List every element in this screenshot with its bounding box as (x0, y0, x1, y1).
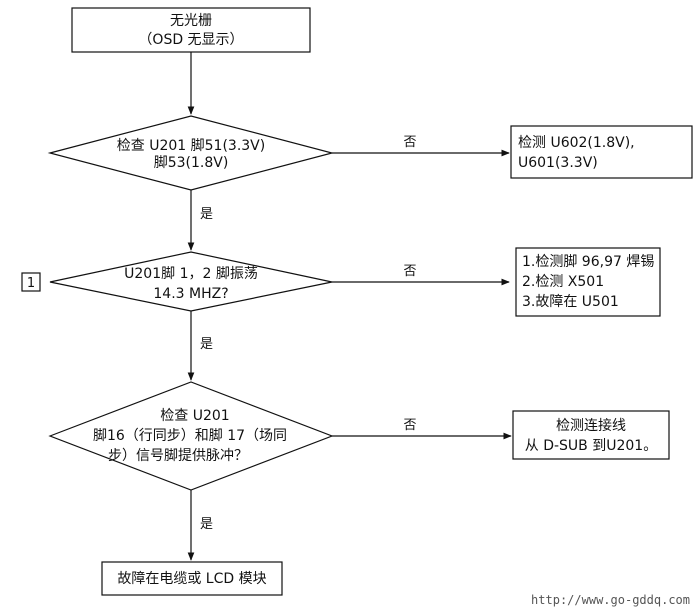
check1-no-line1: 检测 U602(1.8V), (518, 135, 635, 151)
yes-label-3: 是 (200, 517, 213, 532)
start-line1: 无光栅 (170, 13, 212, 29)
marker-label: 1 (27, 276, 35, 291)
end-line1: 故障在电缆或 LCD 模块 (117, 571, 266, 587)
check2-no-line1: 1.检测脚 96,97 焊锡 (522, 254, 654, 270)
check1-line1: 检查 U201 脚51(3.3V) (117, 138, 265, 154)
end-box (101, 561, 283, 596)
check3-no-line2: 从 D-SUB 到U201。 (525, 438, 657, 454)
check2-no-box (515, 247, 661, 317)
check2-no-line2: 2.检测 X501 (522, 274, 604, 290)
yes-label-2: 是 (200, 337, 213, 352)
watermark: http://www.go-gddq.com (531, 593, 690, 607)
check2-no-line3: 3.故障在 U501 (522, 294, 619, 310)
no-label-1: 否 (403, 135, 416, 150)
check3-line3: 步）信号脚提供脉冲？ (108, 448, 248, 464)
check3-no-box (512, 410, 670, 460)
check3-line1: 检查 U201 (160, 408, 229, 424)
check1-no-line2: U601(3.3V) (518, 155, 598, 171)
yes-label-1: 是 (200, 207, 213, 222)
check3-no-line1: 检测连接线 (556, 417, 626, 434)
start-line2: （OSD 无显示） (138, 32, 243, 48)
no-label-3: 否 (403, 418, 416, 433)
check1-line2: 脚53(1.8V) (154, 155, 229, 171)
check3-line2: 脚16（行同步）和脚 17（场同 (93, 428, 287, 444)
check1-no-box (510, 125, 693, 179)
no-label-2: 否 (403, 264, 416, 279)
marker-box (21, 272, 41, 292)
check2-line2: 14.3 MHZ? (153, 286, 228, 302)
check2-line1: U201脚 1，2 脚振荡 (124, 266, 258, 282)
start-box (71, 7, 311, 53)
